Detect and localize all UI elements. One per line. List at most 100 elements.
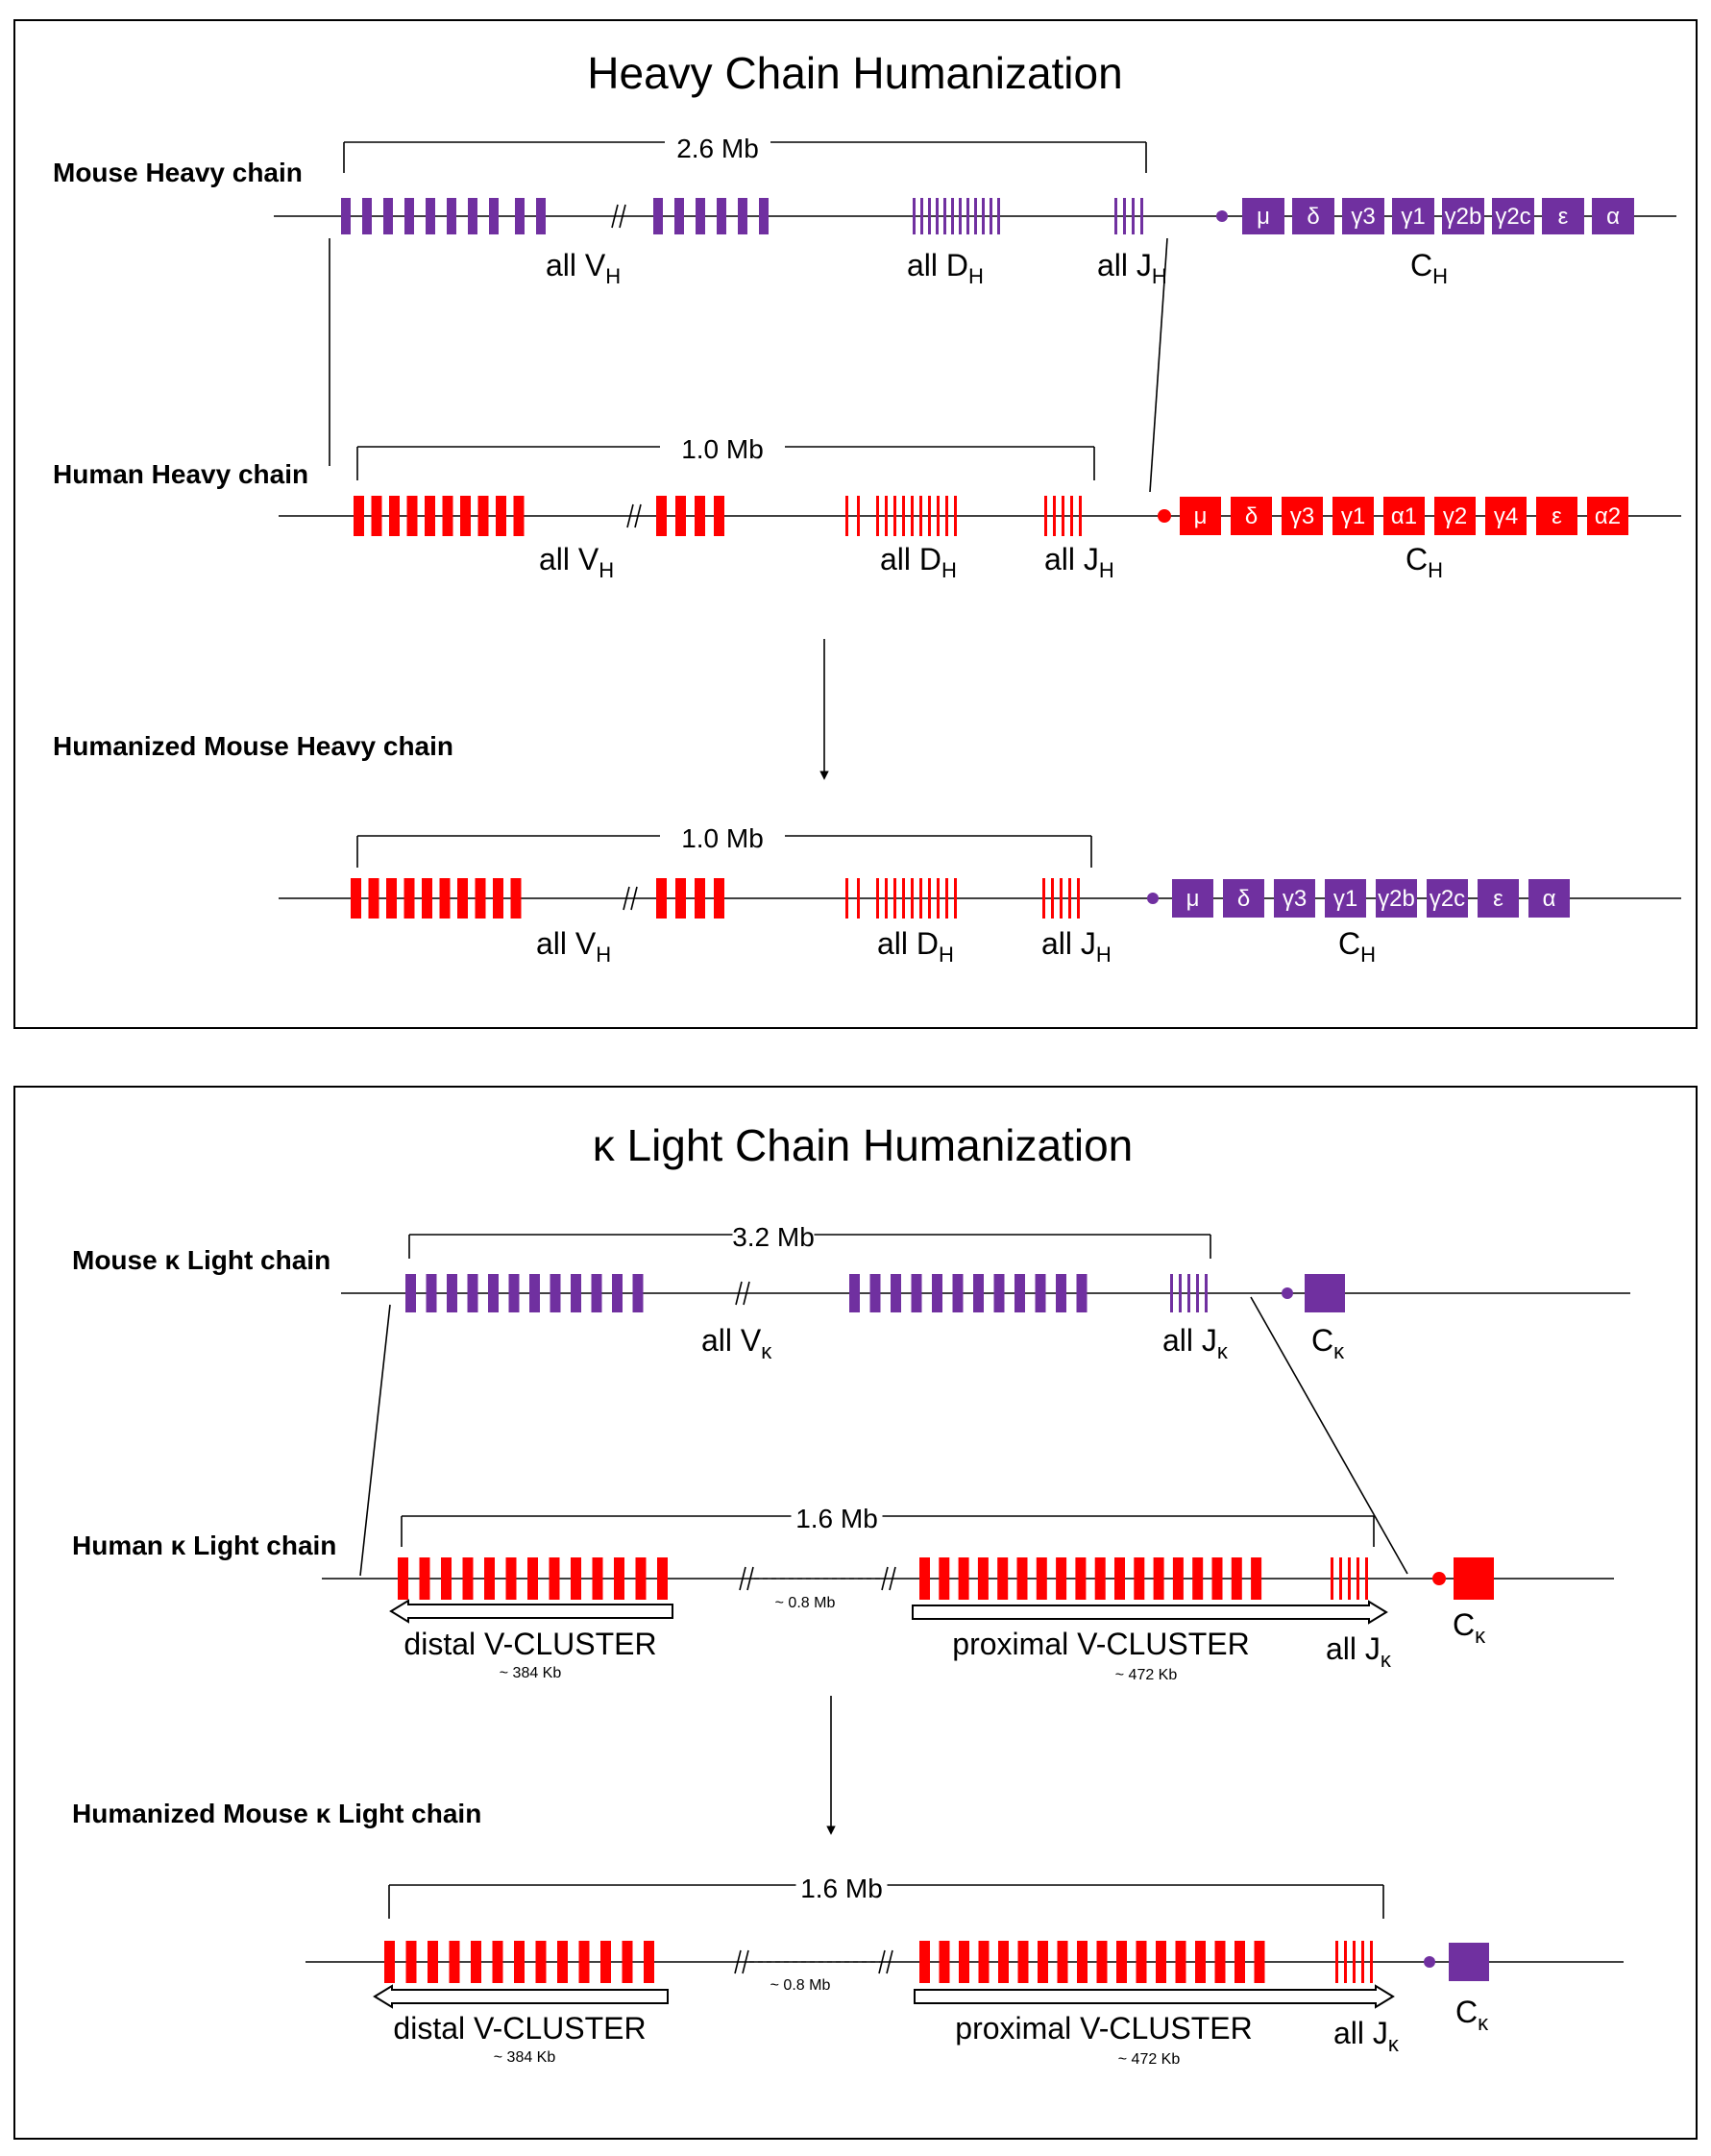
- humanized-dh-segment: [937, 878, 940, 919]
- label-mouse-kappa-c: Cκ: [1311, 1323, 1345, 1363]
- humanized-jh-segment: [1060, 878, 1063, 919]
- human-vk-distal-segment: [527, 1557, 538, 1600]
- mouse-dh-segment: [913, 198, 916, 234]
- constant-gene-box: [1282, 497, 1323, 535]
- humanized-vh-segment: [695, 878, 705, 919]
- locus-break: [743, 1281, 750, 1306]
- mouse-vh-segment: [759, 198, 769, 234]
- human-jk-segment: [1365, 1557, 1368, 1600]
- track-label-humanized-heavy: Humanized Mouse Heavy chain: [53, 731, 453, 761]
- constant-gene-box: [1376, 879, 1417, 918]
- constant-gene-box: [1442, 198, 1484, 234]
- label-humanized-kappa-distal: distal V-CLUSTER: [393, 2011, 646, 2046]
- human-vk-distal-segment: [592, 1557, 603, 1600]
- humanized-vh-segment: [386, 878, 397, 919]
- mouse-vk-segment: [1035, 1274, 1046, 1312]
- human-vh-segment: [389, 496, 400, 536]
- human-vk-proximal-segment: [1056, 1557, 1067, 1600]
- human-vk-proximal-segment: [1075, 1557, 1087, 1600]
- human-vk-distal-segment: [571, 1557, 581, 1600]
- mouse-vk-segment: [1056, 1274, 1066, 1312]
- human-vk-proximal-segment: [1251, 1557, 1262, 1600]
- enhancer-dot: [1432, 1572, 1446, 1585]
- mouse-vh-segment: [383, 198, 393, 234]
- track-label-human-kappa: Human κ Light chain: [72, 1531, 336, 1560]
- humanized-vk-proximal-segment: [998, 1941, 1009, 1983]
- constant-gene-box: [1332, 497, 1374, 535]
- mouse-vk-segment: [1014, 1274, 1025, 1312]
- mouse-vk-segment: [632, 1274, 644, 1312]
- mouse-jh-segment: [1114, 198, 1117, 234]
- mouse-ck-box: [1305, 1274, 1345, 1312]
- locus-break: [742, 1949, 749, 1974]
- constant-gene-label: ε: [1558, 204, 1569, 230]
- heavy-chain-panel: [13, 19, 1698, 1029]
- humanized-dh-segment: [902, 878, 905, 919]
- humanized-vh-segment: [714, 878, 724, 919]
- mouse-vk-segment: [1076, 1274, 1088, 1312]
- constant-gene-label: α1: [1391, 503, 1417, 529]
- mouse-vh-segment: [468, 198, 477, 234]
- constant-gene-label: γ1: [1401, 204, 1425, 230]
- mouse-dh-segment: [959, 198, 962, 234]
- mouse-vh-segment: [362, 198, 372, 234]
- human-vk-proximal-segment: [1016, 1557, 1028, 1600]
- humanized-vk-proximal-segment: [1136, 1941, 1147, 1983]
- label-humanized-kappa-c: Cκ: [1455, 1995, 1489, 2035]
- human-vk-distal-segment: [614, 1557, 624, 1600]
- mouse-vh-segment: [738, 198, 747, 234]
- constant-gene-label: γ3: [1290, 503, 1314, 529]
- humanized-jh-segment: [1077, 878, 1080, 919]
- humanized-vk-proximal-segment: [1195, 1941, 1206, 1983]
- distal-cluster-arrow: [389, 1599, 673, 1624]
- humanized-jh-segment: [1051, 878, 1054, 919]
- humanized-dh-segment: [911, 878, 914, 919]
- label-humanized-kappa-gap: ~ 0.8 Mb: [770, 1977, 831, 1994]
- humanized-jh-segment: [1068, 878, 1071, 919]
- mouse-dh-segment: [943, 198, 946, 234]
- mouse-jk-segment: [1179, 1274, 1182, 1312]
- track-label-mouse-kappa: Mouse κ Light chain: [72, 1245, 330, 1275]
- mouse-vh-segment: [489, 198, 499, 234]
- humanized-vh-segment: [510, 878, 522, 919]
- constant-gene-box: [1592, 198, 1634, 234]
- humanized-vk-distal-segment: [514, 1941, 525, 1983]
- distal-cluster-arrow: [373, 1984, 669, 2009]
- human-vk-proximal-segment: [1211, 1557, 1223, 1600]
- human-vk-distal-segment: [549, 1557, 560, 1600]
- replacement-line: [359, 1304, 391, 1577]
- constant-gene-box: [1434, 497, 1476, 535]
- human-vk-distal-segment: [505, 1557, 517, 1600]
- constant-gene-label: γ2b: [1378, 886, 1415, 912]
- constant-gene-label: μ: [1194, 503, 1208, 529]
- label-mouse-heavy-v: all VH: [546, 248, 621, 288]
- humanized-vk-distal-segment: [557, 1941, 568, 1983]
- human-jh-segment: [1070, 496, 1073, 536]
- human-vk-proximal-segment: [939, 1557, 950, 1600]
- locus-break: [734, 1949, 742, 1974]
- humanized-vk-proximal-segment: [1017, 1941, 1029, 1983]
- humanized-vk-proximal-segment: [1156, 1941, 1166, 1983]
- mouse-jh-segment: [1123, 198, 1126, 234]
- human-vk-proximal-segment: [919, 1557, 930, 1600]
- humanized-dh-segment: [945, 878, 948, 919]
- human-vk-distal-segment: [441, 1557, 452, 1600]
- enhancer-dot: [1424, 1956, 1435, 1968]
- human-vk-distal-segment: [484, 1557, 495, 1600]
- human-vh-segment: [460, 496, 471, 536]
- enhancer-dot: [1282, 1287, 1293, 1299]
- locus-break: [611, 204, 619, 229]
- label-humanized-kappa-j: all Jκ: [1333, 2016, 1400, 2056]
- human-dh-segment: [919, 496, 922, 536]
- mouse-dh-segment: [990, 198, 992, 234]
- human-jh-segment: [1062, 496, 1064, 536]
- humanized-dh-segment: [954, 878, 957, 919]
- humanized-vh-segment: [368, 878, 379, 919]
- constant-gene-label: ε: [1493, 886, 1503, 912]
- humanized-jk-segment: [1370, 1941, 1373, 1983]
- humanized-vk-proximal-segment: [1057, 1941, 1068, 1983]
- human-vk-proximal-segment: [958, 1557, 969, 1600]
- light-chain-title: κ Light Chain Humanization: [593, 1120, 1134, 1170]
- enhancer-dot: [1147, 893, 1159, 904]
- label-humanized-heavy-j: all JH: [1041, 926, 1112, 967]
